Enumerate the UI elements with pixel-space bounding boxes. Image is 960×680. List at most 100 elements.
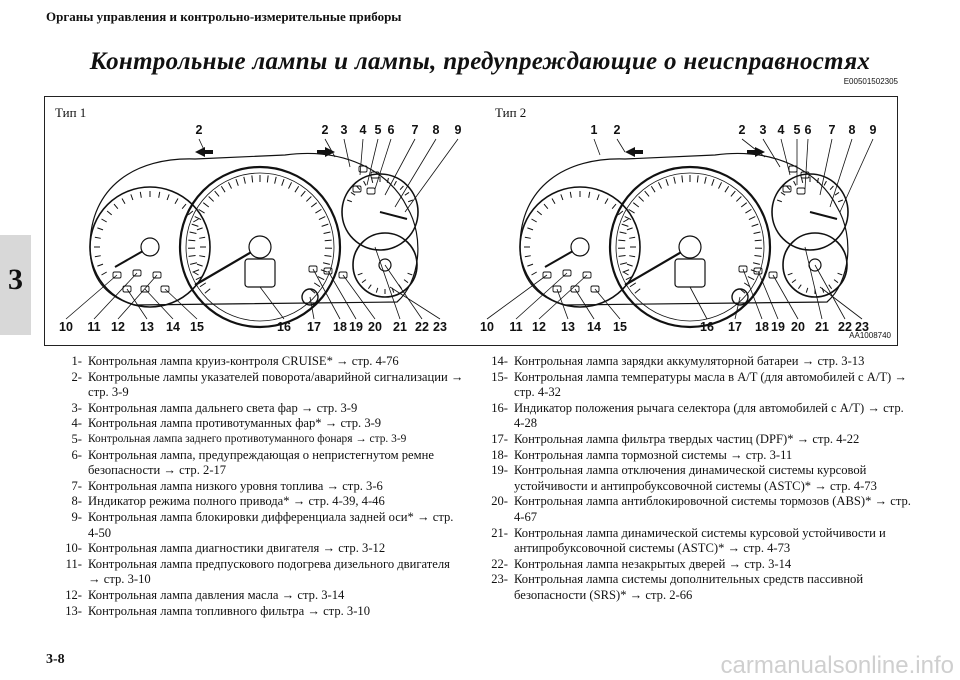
item-number: 4- [52,416,88,432]
type1-bottom-callout: 22 [415,321,429,334]
type1-tach-tick [97,264,103,266]
type2-speed-hub [679,236,701,258]
type2-speed-tick [633,203,639,207]
type2-bottom-callout: 19 [771,321,785,334]
item-text: Контрольная лампа незакрытых дверей → ст… [514,557,914,573]
item-text: Контрольная лампа дальнего света фар → с… [88,401,464,417]
list-item: 3-Контрольная лампа дальнего света фар →… [52,401,464,417]
type2-temp-tick [806,288,808,293]
type2-speed-tick [635,289,640,293]
list-item: 10-Контрольная лампа диагностики двигате… [52,541,464,557]
type1-tach-tick [95,237,101,238]
type2-speed-tick [618,240,625,241]
type2-top-callout: 6 [805,124,812,137]
type2-tach-tick [605,199,608,204]
type1-speed-tick [323,263,330,265]
type2-speed-tick [745,209,751,213]
type2-top-leader [617,139,625,152]
type2-bottom-leader [815,265,845,319]
item-number: 20- [478,494,514,525]
type1-gear-display [245,259,275,287]
list-item: 16-Индикатор положения рычага селектора … [478,401,914,432]
item-text: Контрольная лампа температуры масла в A/… [514,370,914,401]
page-number: 3-8 [46,652,65,668]
type1-top-leader [360,139,363,175]
type1-bottom-callout: 19 [349,321,363,334]
item-number: 1- [52,354,88,370]
item-number: 14- [478,354,514,370]
item-number: 21- [478,526,514,557]
type1-speed-tick [324,232,331,233]
type1-fuel-tick [347,200,352,202]
type1-speed-tick [215,191,219,196]
type1-speed-tick [236,179,238,186]
type2-top-leader [830,139,852,207]
type2-top-callout: 5 [794,124,801,137]
type1-top-callout: 7 [412,124,419,137]
type2-speed-tick [623,270,630,272]
item-text: Контрольная лампа давления масла → стр. … [88,588,464,604]
type2-temp-tick [792,280,796,283]
type1-bottom-callout: 14 [166,321,180,334]
list-item: 14-Контрольная лампа зарядки аккумулятор… [478,354,914,370]
item-text: Контрольная лампа диагностики двигателя … [88,541,464,557]
type2-bottom-callout: 16 [700,321,714,334]
type2-speed-tick [753,263,760,265]
type2-fuel-tick [835,192,839,195]
list-item: 20-Контрольная лампа антиблокировочной с… [478,494,914,525]
type1-temp-tick [376,288,378,293]
type2-tach-hub [571,238,589,256]
watermark: carmanualsonline.info [721,652,954,680]
type1-tach-tick [199,237,205,238]
type1-speed-tick [203,203,209,207]
type1-fuel-tick [351,192,355,195]
item-text: Контрольная лампа блокировки дифференциа… [88,510,464,541]
type1-top-callout: 9 [455,124,462,137]
type2-tach-tick [527,264,533,266]
type2-bottom-callout: 15 [613,321,627,334]
type2-fuel-tick [794,181,796,185]
item-number: 3- [52,401,88,417]
type2-tach-tick [527,228,533,230]
type2-top-leader [763,139,780,167]
type2-temp-tick [798,285,801,289]
list-item: 22-Контрольная лампа незакрытых дверей →… [478,557,914,573]
type1-bottom-leader [390,287,440,319]
type2-fuel-tick [777,200,782,202]
type1-speed-tick [315,209,321,213]
type1-bottom-callout: 13 [140,321,154,334]
type2-top-callout: 7 [829,124,836,137]
cluster-drawing [45,97,897,345]
list-item: 1-Контрольная лампа круиз-контроля CRUIS… [52,354,464,370]
list-item: 2-Контрольные лампы указателей поворота/… [52,370,464,401]
type2-fuel-tick [787,186,790,190]
type2-bottom-callout: 12 [532,321,546,334]
type1-speed-tick [282,179,284,186]
type2-speed-tick [754,232,761,233]
type2-speed-tick [639,197,644,202]
item-text: Контрольная лампа круиз-контроля CRUISE*… [88,354,464,370]
type1-tach-tick [107,211,112,215]
type1-tach-tick [199,256,205,257]
item-number: 10- [52,541,88,557]
type2-speed-tick [697,175,698,182]
list-item: 21-Контрольная лампа динамической систем… [478,526,914,557]
type1-tach-tick [102,219,107,222]
type2-speed-tick [666,179,668,186]
type1-top-callout: 5 [375,124,382,137]
type1-bottom-leader [66,275,117,319]
type1-top-leader [405,139,458,212]
type1-temp-tick [362,280,366,283]
type2-bottom-callout: 10 [480,321,494,334]
type2-tach-tick [525,237,531,238]
type2-top-callout: 1 [591,124,598,137]
type2-tach-tick [597,194,599,200]
type1-speed-tick [209,197,214,202]
item-number: 17- [478,432,514,448]
type1-speed-tick [190,263,197,265]
type2-tach-tick [629,256,635,257]
type1-speed-tick [324,255,331,256]
type2-gear-display [675,259,705,287]
item-number: 13- [52,604,88,620]
type1-bottom-leader [118,275,157,319]
